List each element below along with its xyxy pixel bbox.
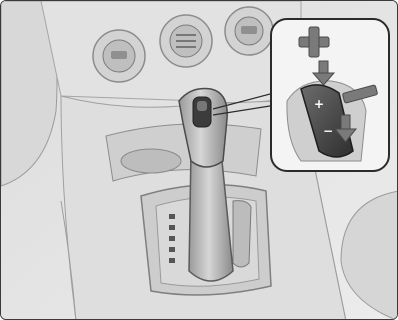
detail-inset: + −	[271, 19, 389, 171]
rocker-minus-label: −	[323, 124, 333, 138]
rocker-plus-label: +	[314, 97, 324, 111]
manual-gate-slot	[233, 201, 251, 267]
